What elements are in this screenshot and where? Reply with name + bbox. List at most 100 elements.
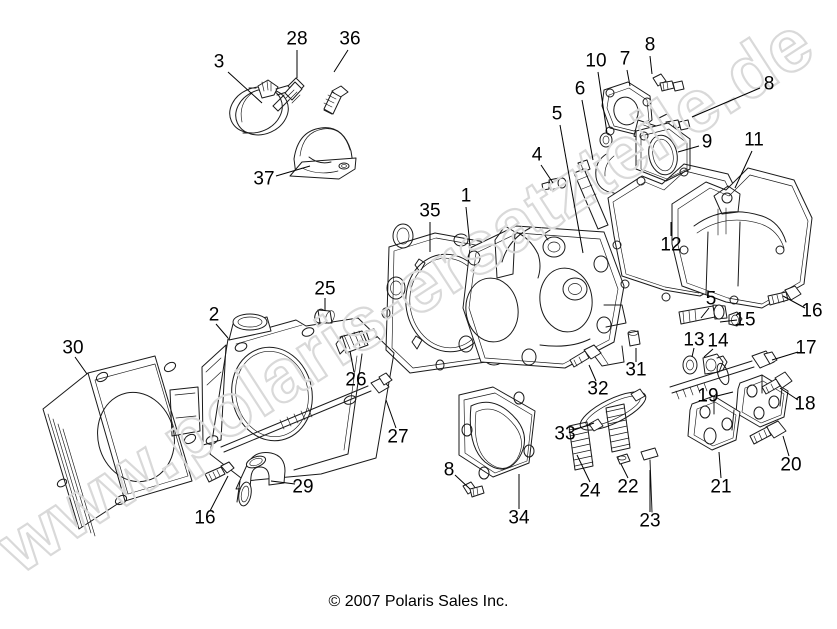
callout-number-28: 28 <box>286 28 308 50</box>
callout-number-19: 19 <box>697 385 719 407</box>
part-24-valve-spring-b <box>605 403 631 453</box>
part-13-washer <box>682 355 698 375</box>
callout-number-35: 35 <box>419 200 441 222</box>
callout-leader-15 <box>719 319 738 323</box>
callout-number-17: 17 <box>795 337 817 359</box>
part-17-bolt <box>669 350 778 400</box>
callout-number-8: 8 <box>443 459 455 481</box>
callout-leader-5 <box>700 307 710 319</box>
callout-leader-27 <box>385 399 397 429</box>
part-5-stud-upper <box>573 168 609 230</box>
callout-number-12: 12 <box>660 234 682 256</box>
callout-number-23: 23 <box>639 510 661 532</box>
callout-leader-24 <box>576 454 591 483</box>
callout-leader-9 <box>677 145 700 153</box>
callout-number-9: 9 <box>701 131 713 153</box>
callout-number-20: 20 <box>780 454 802 476</box>
part-11-rocker-cover <box>671 167 813 309</box>
callout-number-2: 2 <box>208 304 220 326</box>
callout-number-16: 16 <box>194 507 216 529</box>
callout-leader-14 <box>703 348 714 358</box>
callout-number-14: 14 <box>707 330 729 352</box>
callout-leader-5 <box>559 124 584 254</box>
callout-leader-36 <box>333 49 349 73</box>
callout-leader-21 <box>718 451 722 479</box>
copyright-notice: © 2007 Polaris Sales Inc. <box>328 593 509 610</box>
part-16-left-screw <box>204 461 235 483</box>
callout-number-4: 4 <box>531 144 543 166</box>
callout-leader-29 <box>270 480 296 485</box>
callout-number-6: 6 <box>574 78 586 100</box>
part-36-bolt <box>323 85 349 115</box>
part-2-cylinder <box>169 313 395 482</box>
callout-number-25: 25 <box>314 278 336 300</box>
callout-number-30: 30 <box>62 337 84 359</box>
part-33-retainer <box>579 388 647 432</box>
callout-number-33: 33 <box>554 423 576 445</box>
part-16-right-bolt <box>767 285 802 306</box>
part-24-valve-spring-a <box>568 421 594 471</box>
callout-leader-37 <box>275 165 311 177</box>
callout-leader-3 <box>227 71 263 104</box>
callout-leader-8 <box>649 55 653 75</box>
part-31-seal <box>627 330 641 347</box>
callout-number-5: 5 <box>551 103 563 125</box>
callout-leader-32 <box>588 364 597 382</box>
callout-number-22: 22 <box>617 476 639 498</box>
callout-leader-33 <box>573 422 595 431</box>
callout-leader-8 <box>454 474 471 490</box>
part-18-bolt <box>761 371 793 395</box>
callout-number-24: 24 <box>579 480 601 502</box>
callout-number-32: 32 <box>587 378 609 400</box>
callout-number-3: 3 <box>213 51 225 73</box>
part-1-cylinder-head <box>458 225 627 369</box>
callout-leader-26 <box>349 350 355 373</box>
part-21-rocker-holder <box>687 395 741 451</box>
part-14-adjuster <box>702 353 728 375</box>
callout-leader-7 <box>626 69 631 87</box>
part-37-bracket <box>289 127 357 180</box>
callout-number-37: 37 <box>253 168 275 190</box>
callout-number-11: 11 <box>744 129 764 151</box>
callout-number-15: 15 <box>734 309 756 331</box>
callout-leader-16 <box>209 475 229 512</box>
part-15-nut <box>728 311 743 327</box>
callout-number-21: 21 <box>710 476 732 498</box>
callout-number-29: 29 <box>292 476 314 498</box>
callout-number-8: 8 <box>644 34 656 56</box>
part-20-bolt <box>749 420 787 445</box>
callout-number-7: 7 <box>619 48 631 70</box>
part-28-bolt <box>272 77 305 112</box>
callout-leader-2 <box>215 323 229 339</box>
part-5-stud-lower <box>678 304 728 325</box>
callout-leader-19 <box>716 391 734 397</box>
part-22-keeper <box>616 453 631 465</box>
callout-number-31: 31 <box>625 359 647 381</box>
callout-leader-17 <box>771 351 799 361</box>
part-30-cover <box>42 355 197 537</box>
part-34-cover <box>458 386 536 480</box>
callout-leader-1 <box>465 206 471 247</box>
callout-number-26: 26 <box>345 369 367 391</box>
callout-number-5: 5 <box>705 288 717 310</box>
callout-leader-16 <box>782 295 806 309</box>
callout-leader-22 <box>620 463 629 479</box>
callout-leader-10 <box>597 71 608 134</box>
callout-number-36: 36 <box>339 28 361 50</box>
callout-number-13: 13 <box>683 329 705 351</box>
callout-leader-4 <box>540 164 554 184</box>
callout-number-10: 10 <box>585 50 607 72</box>
callout-leader-8 <box>691 87 761 118</box>
part-23-valve <box>640 447 659 513</box>
part-8-bolt-top <box>652 73 685 92</box>
callout-leader-13 <box>691 347 695 358</box>
callout-number-1: 1 <box>460 185 472 207</box>
part-26-fitting <box>335 328 378 355</box>
callout-number-16: 16 <box>801 300 823 322</box>
callout-number-27: 27 <box>387 426 409 448</box>
callout-leader-20 <box>782 435 790 457</box>
part-29-elbow <box>235 452 286 507</box>
